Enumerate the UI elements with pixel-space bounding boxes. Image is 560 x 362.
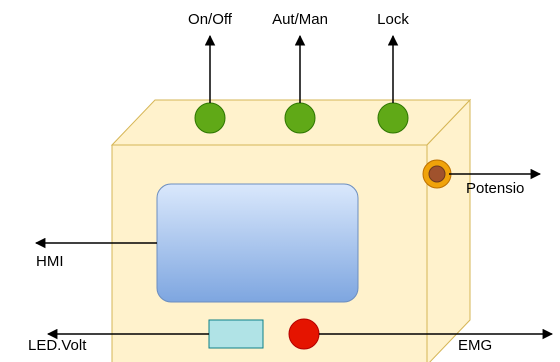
led-volt-label: LED.Volt	[28, 337, 87, 354]
emg-button	[289, 319, 319, 349]
hmi-screen	[157, 184, 358, 302]
hmi-label: HMI	[36, 253, 64, 270]
emg-label: EMG	[458, 337, 492, 354]
lock-label: Lock	[377, 11, 409, 28]
aut-man-label: Aut/Man	[272, 11, 328, 28]
potensio-knob-inner	[429, 166, 445, 182]
led-volt-display	[209, 320, 263, 348]
lock-button	[378, 103, 408, 133]
aut-man-button	[285, 103, 315, 133]
on-off-button	[195, 103, 225, 133]
on-off-label: On/Off	[188, 11, 233, 28]
potensio-label: Potensio	[466, 180, 524, 197]
box-side-face	[427, 100, 470, 362]
